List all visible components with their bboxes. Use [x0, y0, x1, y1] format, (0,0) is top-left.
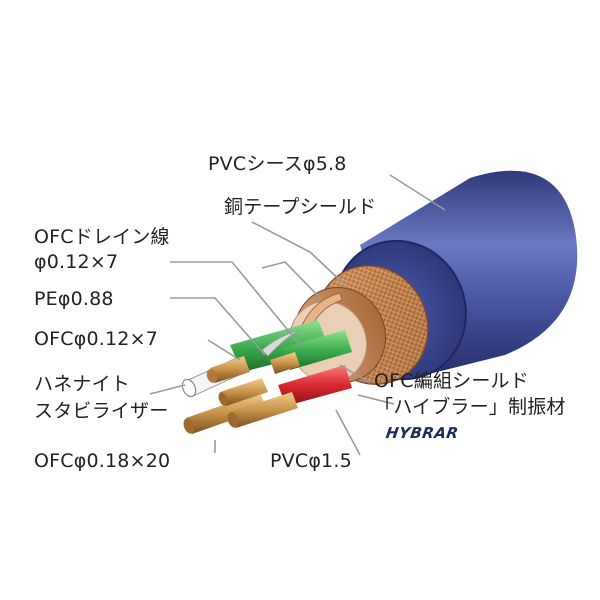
green-conductor-mid — [270, 330, 352, 374]
label-ofc-large: OFCφ0.18×20 — [34, 450, 171, 472]
label-pe: PEφ0.88 — [34, 288, 114, 310]
ofc-drain-wire — [261, 329, 301, 357]
label-hybrar-damper: 「ハイブラー」制振材 — [374, 396, 566, 418]
label-ofc-drain-wire-spec: φ0.12×7 — [34, 251, 119, 273]
label-pvc-insulation: PVCφ1.5 — [270, 450, 352, 472]
label-ofc-drain-wire: OFCドレイン線 — [34, 226, 170, 248]
label-ofc-braid-shield: OFC編組シールド — [374, 370, 529, 392]
green-conductor — [206, 320, 330, 383]
red-conductor — [278, 365, 352, 406]
leader-lines — [149, 174, 446, 456]
label-hanenite-1: ハネナイト — [34, 373, 131, 395]
label-ofc-small: OFCφ0.12×7 — [34, 328, 158, 350]
label-copper-tape-shield: 銅テープシールド — [224, 196, 377, 218]
ofc-large-strands — [183, 378, 298, 434]
label-hanenite-2: スタビライザー — [34, 400, 169, 422]
hybrar-logo: HYBRAR — [384, 424, 460, 442]
label-pvc-sheath: PVCシースφ5.8 — [208, 153, 347, 175]
